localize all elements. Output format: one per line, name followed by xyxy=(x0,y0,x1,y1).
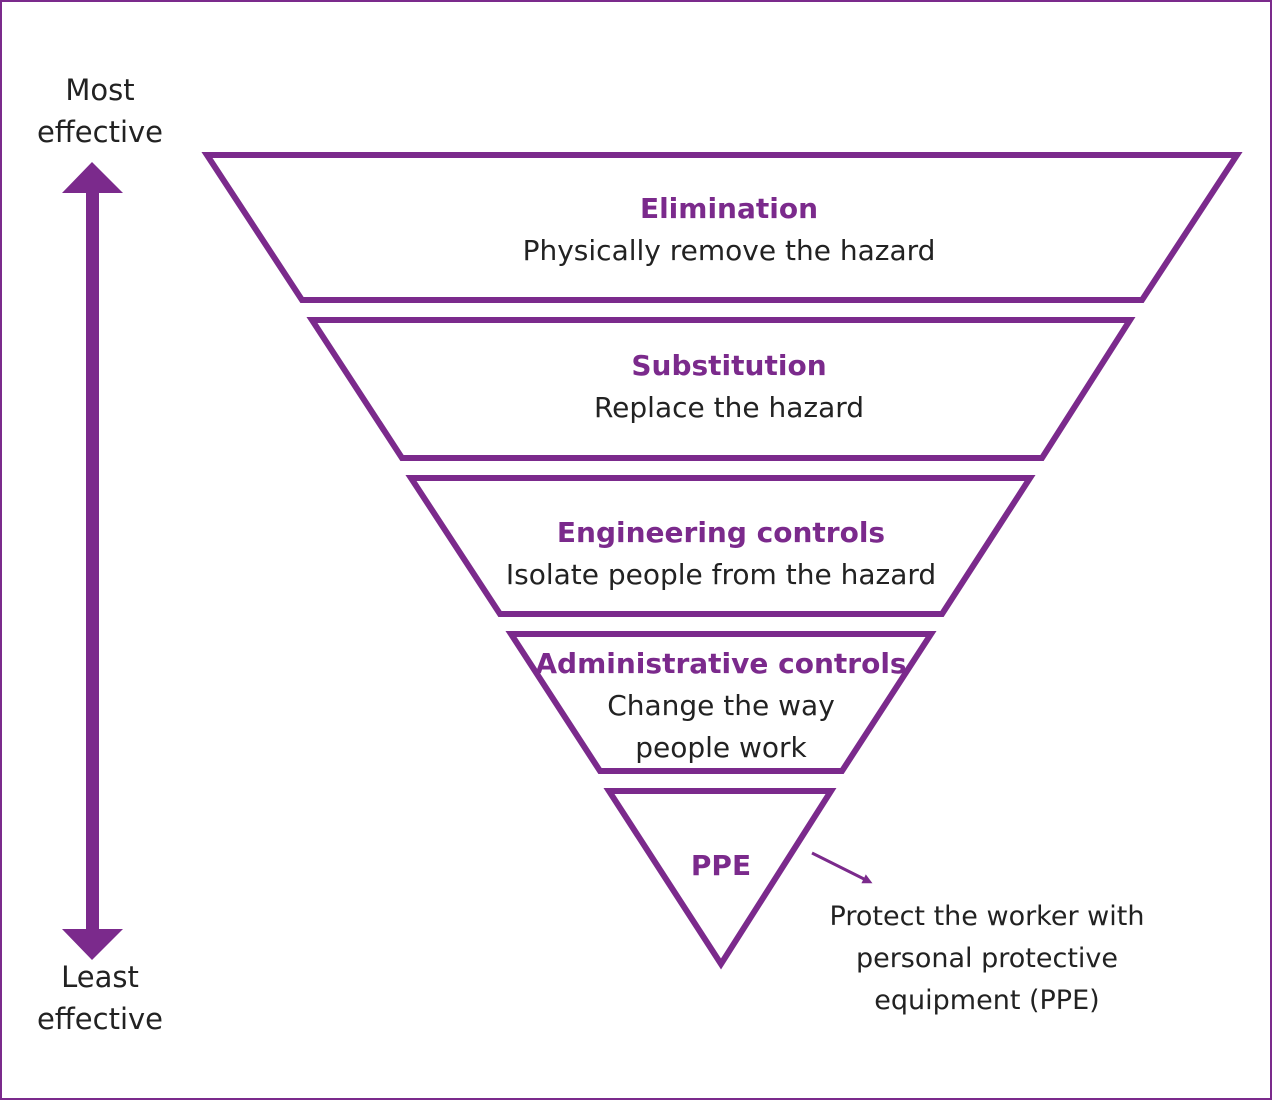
ppe-pointer-arrow-icon xyxy=(811,851,873,884)
ppe-note-line3: equipment (PPE) xyxy=(874,985,1100,1016)
elimination-description: Physically remove the hazard xyxy=(522,234,936,267)
engineering-controls-title: Engineering controls xyxy=(556,516,886,549)
ppe-note-line2: personal protective xyxy=(855,943,1119,974)
elimination-band xyxy=(201,152,1243,303)
elimination-title: Elimination xyxy=(639,192,819,225)
engineering-controls-band xyxy=(405,475,1036,617)
effectiveness-double-arrow xyxy=(62,162,123,960)
administrative-controls-description-line1: Change the way xyxy=(607,689,835,722)
ppe-title: PPE xyxy=(690,849,752,882)
least-effective-line1: Least xyxy=(61,960,139,994)
administrative-controls-band xyxy=(505,631,937,774)
most-effective-line1: Most xyxy=(65,73,135,107)
engineering-controls-description: Isolate people from the hazard xyxy=(505,558,937,591)
ppe-note-line1: Protect the worker with xyxy=(829,901,1145,932)
least-effective-line2: effective xyxy=(36,1002,164,1036)
down-arrowhead-icon xyxy=(62,929,123,960)
elimination-label: Elimination Physically remove the hazard xyxy=(429,188,1029,272)
engineering-controls-label: Engineering controls Isolate people from… xyxy=(421,512,1021,596)
up-arrowhead-icon xyxy=(62,162,123,193)
substitution-band xyxy=(306,317,1136,461)
substitution-description: Replace the hazard xyxy=(593,391,865,424)
effectiveness-arrow-shaft xyxy=(86,190,99,932)
ppe-triangle xyxy=(603,788,837,970)
substitution-title: Substitution xyxy=(631,349,827,382)
administrative-controls-description-line2: people work xyxy=(635,731,807,764)
most-effective-line2: effective xyxy=(36,115,164,149)
most-effective-label: Most effective xyxy=(10,69,190,153)
administrative-controls-title: Administrative controls xyxy=(535,647,907,680)
substitution-label: Substitution Replace the hazard xyxy=(429,345,1029,429)
ppe-label: PPE xyxy=(621,845,821,887)
least-effective-label: Least effective xyxy=(10,956,190,1040)
administrative-controls-label: Administrative controls Change the way p… xyxy=(421,643,1021,769)
ppe-note: Protect the worker with personal protect… xyxy=(787,896,1187,1022)
